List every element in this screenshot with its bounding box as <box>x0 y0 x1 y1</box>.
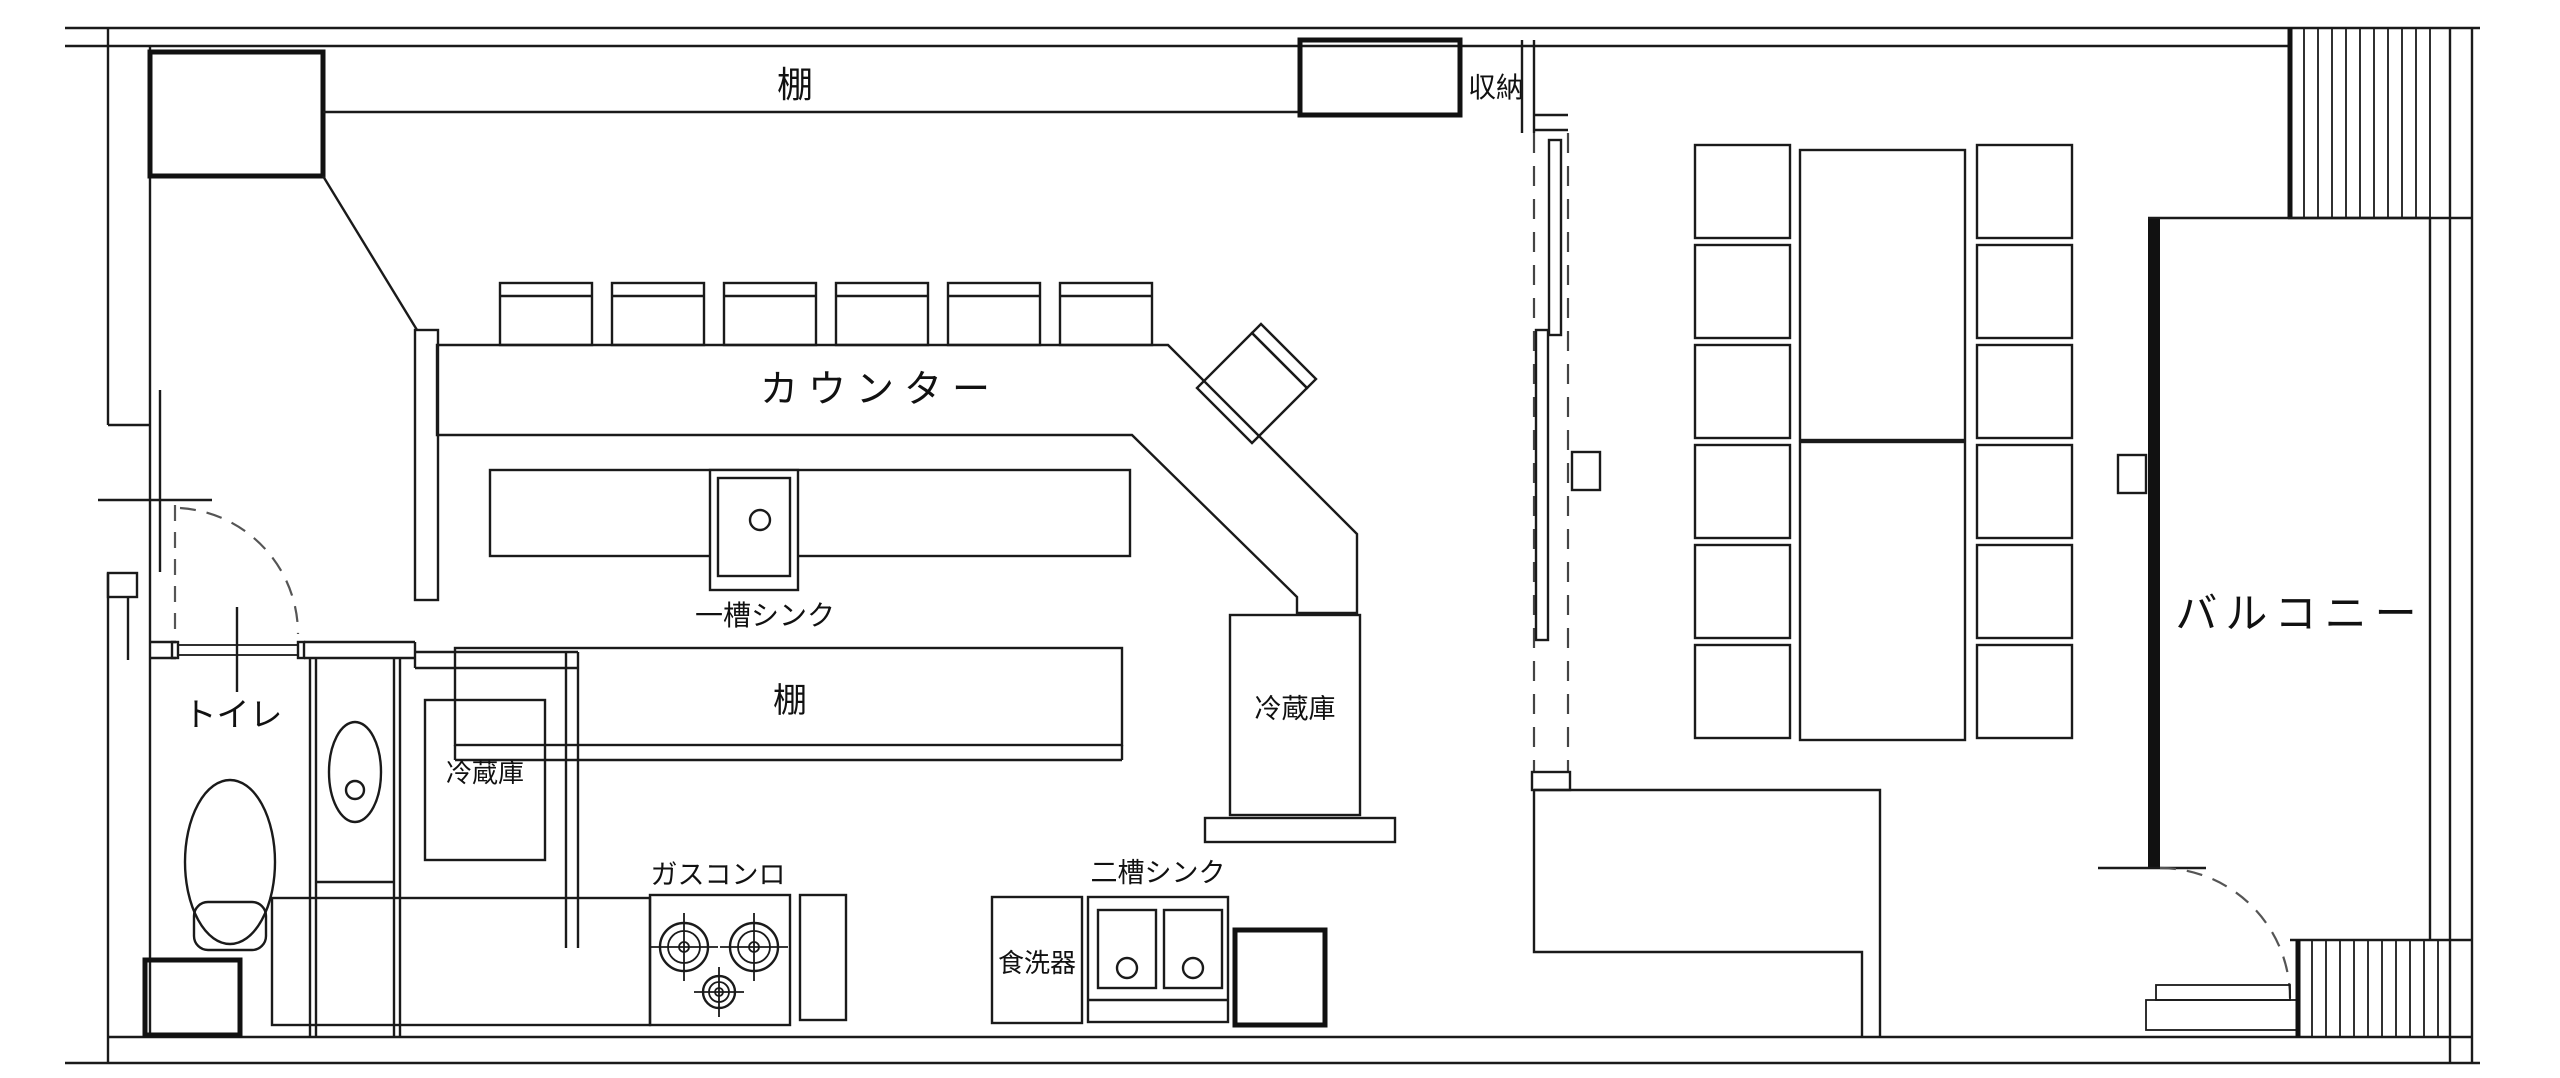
gas-stove-label: ガスコンロ <box>651 860 786 891</box>
sink-basin <box>1162 908 1224 990</box>
toilet-label: トイレ <box>184 695 283 734</box>
kitchen-run: ガスコンロ 食洗器 二槽シンク <box>270 858 1328 1028</box>
dishwasher-box <box>990 895 1084 1025</box>
drain-icon <box>1181 956 1205 980</box>
counter-stools <box>498 281 1154 347</box>
dining-chair <box>1693 143 1792 240</box>
counter-stool <box>1058 281 1154 347</box>
equipment-box <box>1232 927 1328 1028</box>
dining-chair <box>1975 543 2074 640</box>
entry-door-swing-arc <box>179 506 300 635</box>
dining-table <box>1798 148 1967 442</box>
burner <box>650 913 718 981</box>
storage-area: 収納 <box>1297 37 1568 133</box>
single-sink-label: 一槽シンク <box>695 599 835 632</box>
dining-chair <box>1693 243 1792 340</box>
diagonal-wall <box>321 175 419 331</box>
toilet-fixture <box>183 778 277 952</box>
counter-label: カウンター <box>760 367 1000 411</box>
hatched-wall-bottom <box>2290 938 2472 1037</box>
window-handle <box>2116 453 2148 495</box>
narrow-cabinet <box>798 893 848 1022</box>
partition-end-cap <box>1530 770 1572 792</box>
kitchen-shelf: 棚 <box>453 646 1124 762</box>
dining-tables <box>1798 148 1967 742</box>
dining-chairs-right <box>1975 143 2074 740</box>
hatched-wall-top <box>2287 28 2472 220</box>
kitchen-counter <box>270 896 652 1027</box>
back-worktop <box>488 468 1132 558</box>
faucet-icon <box>748 508 772 532</box>
storage-label: 収納 <box>1468 71 1524 104</box>
dishwasher-label: 食洗器 <box>998 949 1076 979</box>
window-wall <box>2148 218 2160 868</box>
balcony-step <box>2145 999 2299 1031</box>
refrigerator-kitchen: 冷蔵庫 <box>413 642 580 948</box>
partition-handle <box>1570 450 1602 492</box>
bar-counter: カウンター 一槽シンク <box>413 281 1359 632</box>
gas-stove <box>648 893 792 1027</box>
refrigerator-box <box>1228 613 1362 817</box>
counter-stool <box>498 281 594 347</box>
low-shelf <box>1203 816 1397 844</box>
dining-chair <box>1975 243 2074 340</box>
burner-small <box>694 967 744 1017</box>
drain-icon <box>1115 956 1139 980</box>
outer-walls <box>65 26 2480 1065</box>
counter-stool <box>610 281 706 347</box>
balcony-door-swing-arc <box>2159 866 2292 999</box>
burner <box>720 913 788 981</box>
partition-panel <box>1534 328 1550 642</box>
dining-chair <box>1693 643 1792 740</box>
counter-stool <box>722 281 818 347</box>
refrigerator-counter-label: 冷蔵庫 <box>1255 694 1336 725</box>
closet-column <box>147 49 419 331</box>
storage-cabinet <box>1297 37 1463 118</box>
closet-box <box>147 49 326 179</box>
dining-chair <box>1693 443 1792 540</box>
dining-chairs-left <box>1693 143 1792 740</box>
dining-chair <box>1693 343 1792 440</box>
balcony-threshold <box>2155 984 2291 1001</box>
wall-pilaster <box>106 571 139 599</box>
top-shelf-label: 棚 <box>777 65 813 106</box>
double-sink-label: 二槽シンク <box>1091 858 1226 889</box>
counter-end-panel <box>413 328 440 602</box>
top-shelf: 棚 <box>323 65 1300 114</box>
counter-stool <box>834 281 930 347</box>
counter-slab <box>435 343 1359 615</box>
floor-hatch-box <box>142 957 243 1038</box>
sliding-partition <box>1530 133 1602 792</box>
drain-icon <box>344 779 366 801</box>
kitchen-shelf-label: 棚 <box>773 681 807 721</box>
refrigerator-kitchen-label: 冷蔵庫 <box>446 759 524 789</box>
refrigerator-box <box>423 698 547 862</box>
dining-chair <box>1975 443 2074 540</box>
balcony: バルコニー <box>2098 28 2472 1037</box>
partition-panel <box>1547 138 1563 337</box>
double-sink <box>1086 895 1230 1024</box>
corner-stool <box>1195 322 1318 445</box>
dining-area <box>1693 143 2074 742</box>
dining-table <box>1798 440 1967 742</box>
sink-basin <box>1096 908 1158 990</box>
dining-chair <box>1975 643 2074 740</box>
entry-door <box>98 498 300 640</box>
door-jamb <box>296 640 306 660</box>
dining-chair <box>1693 543 1792 640</box>
dining-chair <box>1975 143 2074 240</box>
toilet-room: トイレ <box>142 607 415 1038</box>
wash-basin <box>327 720 383 824</box>
counter-stool <box>946 281 1042 347</box>
balcony-label: バルコニー <box>2175 589 2424 638</box>
dining-chair <box>1975 343 2074 440</box>
refrigerator-counter: 冷蔵庫 <box>1203 613 1397 844</box>
bench-platform <box>1532 788 1882 1037</box>
single-sink <box>708 468 800 592</box>
